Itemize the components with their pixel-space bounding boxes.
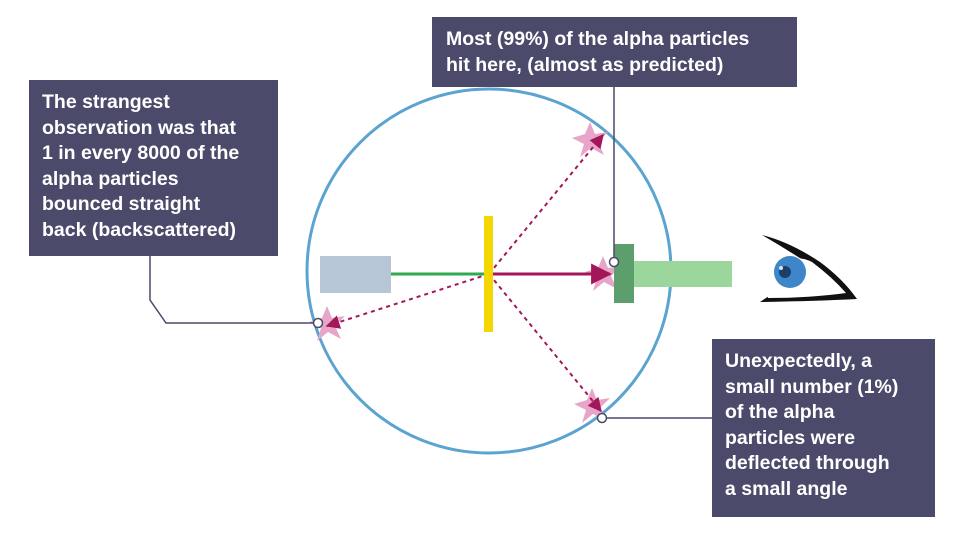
callout-deflected-line: of the alpha	[725, 401, 835, 423]
eye-highlight	[779, 266, 783, 270]
callout-deflected-line: Unexpectedly, a	[725, 350, 873, 372]
alpha-source	[320, 256, 391, 293]
callout-predicted: Most (99%) of the alpha particles hit he…	[432, 17, 797, 87]
connector-backscatter	[149, 256, 318, 324]
callout-backscatter-line: bounced straight	[42, 193, 201, 215]
callout-backscatter-line: back (backscattered)	[42, 218, 237, 241]
callout-backscatter-line: The strangest	[42, 91, 170, 113]
callout-backscatter-line: observation was that	[42, 116, 236, 139]
particle-path-deflected-down	[488, 273, 602, 413]
callout-backscatter: The strangest observation was that 1 in …	[29, 80, 278, 256]
callout-deflected-line: small number (1%)	[725, 375, 899, 398]
connector-point-deflected	[596, 412, 608, 424]
callout-predicted-line: hit here, (almost as predicted)	[446, 53, 724, 76]
particle-path-deflected-up	[488, 133, 604, 275]
detector	[614, 244, 634, 303]
callout-deflected-line: deflected through	[725, 452, 890, 474]
eye-icon	[760, 235, 857, 302]
callout-predicted-line: Most (99%) of the alpha particles	[446, 28, 750, 50]
connector-point-predicted	[608, 256, 620, 268]
connector-point-backscatter	[312, 317, 324, 329]
callout-backscatter-line: 1 in every 8000 of the	[42, 142, 240, 164]
callout-deflected-line: particles were	[725, 426, 856, 449]
gold-foil	[484, 216, 493, 332]
callout-backscatter-line: alpha particles	[42, 167, 179, 190]
microscope-tube	[633, 261, 732, 287]
callout-deflected-line: a small angle	[725, 477, 848, 500]
callout-deflected: Unexpectedly, a small number (1%) of the…	[712, 339, 935, 517]
